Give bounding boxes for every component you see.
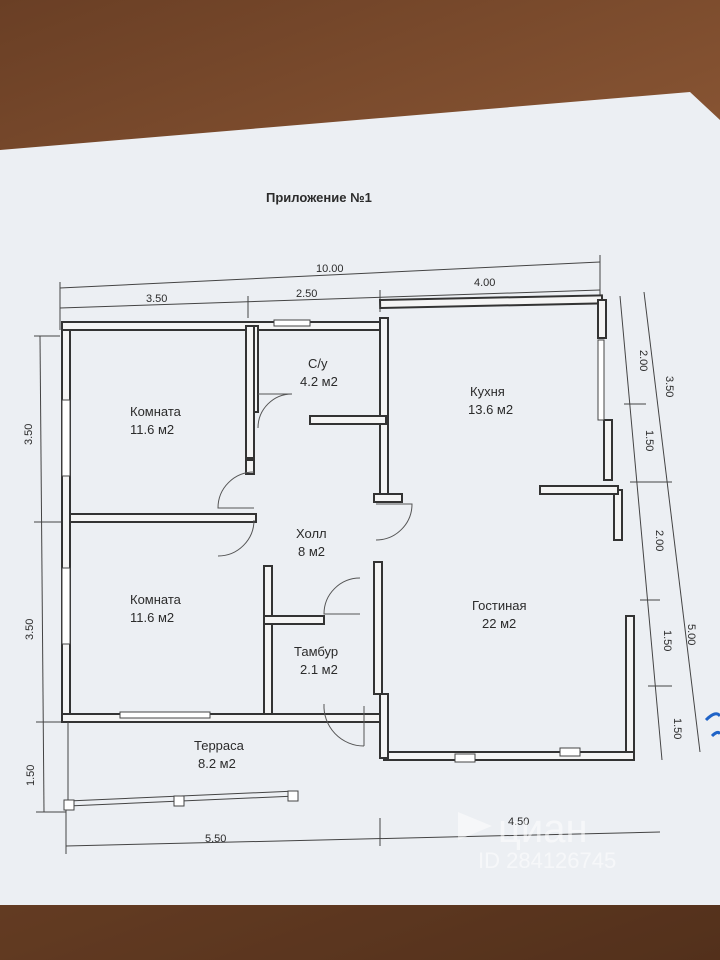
dim-top-seg-3: 4.00 <box>474 277 495 289</box>
dim-right-outer-1: 3.50 <box>663 376 675 397</box>
room-name: Комната <box>130 592 182 607</box>
windows <box>61 319 605 763</box>
document-title: Приложение №1 <box>266 190 372 205</box>
room-living: Гостиная 22 м2 <box>472 598 527 631</box>
dim-top-seg-2: 2.50 <box>296 288 317 300</box>
terrace-railing <box>63 722 299 811</box>
room-kitchen: Кухня 13.6 м2 <box>468 384 513 417</box>
room-area: 11.6 м2 <box>130 610 174 625</box>
dim-right-inner-5: 1.50 <box>671 718 683 739</box>
room-hall: Холл 8 м2 <box>296 526 327 559</box>
room-name: Терраса <box>194 738 245 753</box>
room-name: С/у <box>308 356 328 371</box>
paper-sheet <box>0 92 720 905</box>
dim-bottom-seg-2: 4.50 <box>508 816 529 828</box>
dim-top-total: 10.00 <box>316 263 344 275</box>
room-name: Кухня <box>470 384 505 399</box>
paper-shadow <box>0 905 720 960</box>
dim-left-seg-2: 3.50 <box>24 619 36 640</box>
room-terrace: Терраса 8.2 м2 <box>194 738 245 771</box>
room-area: 2.1 м2 <box>300 662 338 677</box>
dim-right-inner-3: 2.00 <box>653 530 665 551</box>
room-name: Гостиная <box>472 598 527 613</box>
room-komnata-1: Комната 11.6 м2 <box>130 404 182 437</box>
cian-logo-icon <box>458 812 492 840</box>
watermark-brand: циан <box>498 807 588 851</box>
dim-left-seg-3: 1.50 <box>25 765 37 786</box>
room-area: 4.2 м2 <box>300 374 338 389</box>
room-name: Холл <box>296 526 327 541</box>
room-komnata-2: Комната 11.6 м2 <box>130 592 182 625</box>
dim-top-seg-1: 3.50 <box>146 293 167 305</box>
dim-bottom-seg-1: 5.50 <box>205 833 226 845</box>
dim-left-seg-1: 3.50 <box>23 424 35 445</box>
room-bathroom: С/у 4.2 м2 <box>300 356 338 389</box>
room-area: 13.6 м2 <box>468 402 513 417</box>
doors <box>217 393 413 747</box>
room-area: 11.6 м2 <box>130 422 174 437</box>
dim-right-inner-2: 1.50 <box>643 430 655 451</box>
room-area: 8 м2 <box>298 544 325 559</box>
dim-right-outer-2: 5.00 <box>685 624 697 645</box>
room-area: 22 м2 <box>482 616 516 631</box>
watermark: циан ID 284126745 <box>458 807 616 873</box>
room-name: Комната <box>130 404 182 419</box>
room-area: 8.2 м2 <box>198 756 236 771</box>
dim-right-inner-4: 1.50 <box>661 630 673 651</box>
walls <box>61 294 635 761</box>
room-vestibule: Тамбур 2.1 м2 <box>294 644 338 677</box>
dim-right-inner-1: 2.00 <box>637 350 649 371</box>
room-name: Тамбур <box>294 644 338 659</box>
watermark-id: ID 284126745 <box>478 848 616 873</box>
